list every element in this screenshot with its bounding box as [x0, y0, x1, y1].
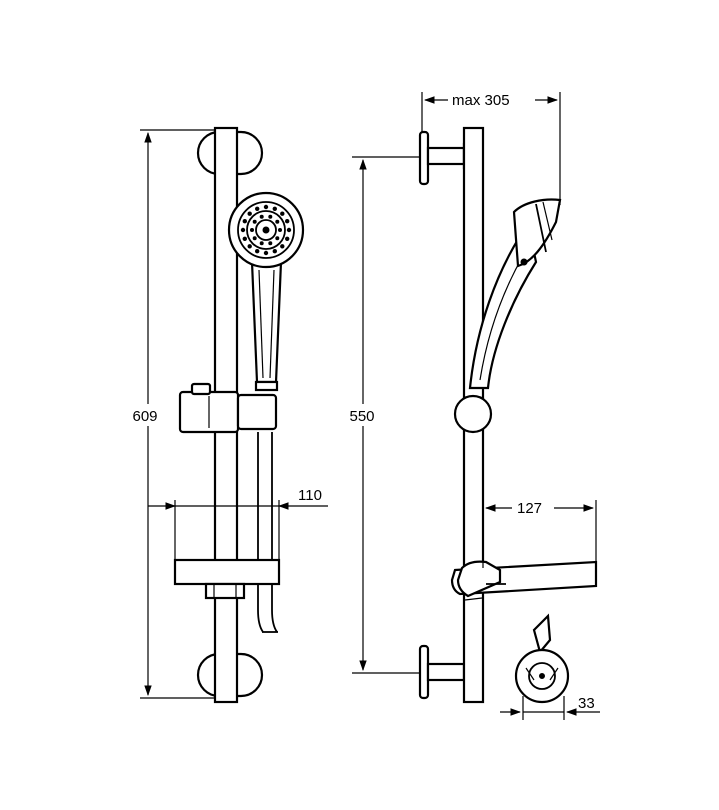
nozzle-dot — [280, 211, 285, 216]
nozzle-dot — [255, 249, 260, 254]
dim-label-550: 550 — [349, 408, 374, 425]
dim-label-127: 127 — [517, 500, 542, 517]
nozzle-dot — [252, 236, 257, 241]
nozzle-dot — [285, 219, 290, 224]
nozzle-dot — [286, 227, 292, 233]
dimension-550: 550 — [342, 156, 422, 674]
nozzle-dot — [280, 244, 285, 249]
dimension-max-305: max 305 — [421, 92, 561, 205]
top-wall-bracket-side — [418, 130, 472, 186]
dimension-127: 127 — [482, 496, 597, 568]
soap-shelf-side — [450, 560, 598, 601]
hand-shower-head — [227, 191, 305, 269]
hand-shower-side — [468, 198, 562, 390]
nozzle-dot — [263, 250, 269, 256]
dim-label-609: 609 — [132, 408, 157, 425]
nozzle-dot — [250, 228, 254, 232]
hand-shower-handle — [250, 260, 283, 392]
nozzle-dot — [247, 211, 252, 216]
nozzle-pattern — [240, 204, 292, 256]
nozzle-dot — [263, 204, 269, 210]
front-view: 609 — [126, 126, 328, 704]
slider-holder — [178, 382, 278, 434]
side-view: 550 max 305 — [342, 92, 600, 720]
nozzle-dot — [275, 236, 280, 241]
bracket-detail-view: 33 — [500, 613, 600, 720]
dim-label-33: 33 — [578, 695, 595, 712]
nozzle-dot — [272, 206, 277, 211]
nozzle-dot — [247, 244, 252, 249]
nozzle-dot — [278, 228, 282, 232]
nozzle-dot — [285, 236, 290, 241]
nozzle-dot — [259, 214, 264, 219]
shower-hose — [257, 432, 278, 633]
nozzle-dot — [242, 219, 247, 224]
nozzle-dot — [240, 227, 246, 233]
nozzle-dot — [275, 219, 280, 224]
nozzle-dot — [242, 236, 247, 241]
nozzle-dot — [255, 206, 260, 211]
nozzle-dot — [268, 214, 273, 219]
dimension-609: 609 — [126, 129, 232, 699]
nozzle-dot — [252, 219, 257, 224]
nozzle-dot — [272, 249, 277, 254]
bottom-wall-bracket-side — [418, 644, 466, 700]
dim-label-max-305: max 305 — [452, 92, 510, 109]
nozzle-dot — [268, 241, 273, 246]
dimension-110: 110 — [148, 487, 328, 560]
ball-joint — [453, 394, 493, 434]
soap-dish — [173, 558, 281, 600]
nozzle-dot — [259, 241, 264, 246]
dim-label-110: 110 — [298, 487, 322, 504]
